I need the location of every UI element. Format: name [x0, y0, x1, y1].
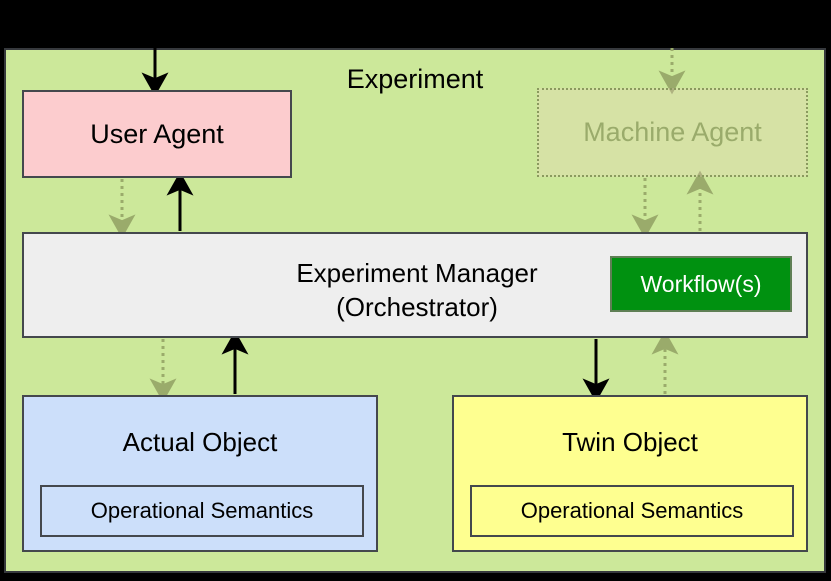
- node-user-agent[interactable]: User Agent: [22, 90, 292, 178]
- node-twin-object-operational-semantics[interactable]: Operational Semantics: [470, 485, 794, 537]
- node-experiment-manager-text: Experiment Manager (Orchestrator): [24, 256, 810, 324]
- node-experiment-manager-line2: (Orchestrator): [336, 292, 498, 322]
- node-machine-agent-label: Machine Agent: [583, 117, 762, 147]
- node-workflows-label: Workflow(s): [640, 270, 762, 297]
- experiment-title: Experiment: [346, 64, 484, 94]
- node-experiment-manager-line1: Experiment Manager: [296, 258, 538, 288]
- node-workflows[interactable]: Workflow(s): [610, 256, 792, 312]
- node-actual-object[interactable]: Actual Object Operational Semantics: [22, 395, 378, 552]
- node-actual-object-operational-semantics-label: Operational Semantics: [90, 498, 314, 523]
- node-user-agent-label: User Agent: [90, 118, 224, 149]
- node-experiment-manager[interactable]: Experiment Manager (Orchestrator): [22, 232, 808, 338]
- node-twin-object-operational-semantics-label: Operational Semantics: [520, 498, 744, 523]
- node-twin-object[interactable]: Twin Object Operational Semantics: [452, 395, 808, 552]
- node-actual-object-label: Actual Object: [122, 427, 278, 457]
- node-actual-object-operational-semantics[interactable]: Operational Semantics: [40, 485, 364, 537]
- node-twin-object-label: Twin Object: [562, 427, 698, 457]
- node-machine-agent[interactable]: Machine Agent: [537, 88, 808, 177]
